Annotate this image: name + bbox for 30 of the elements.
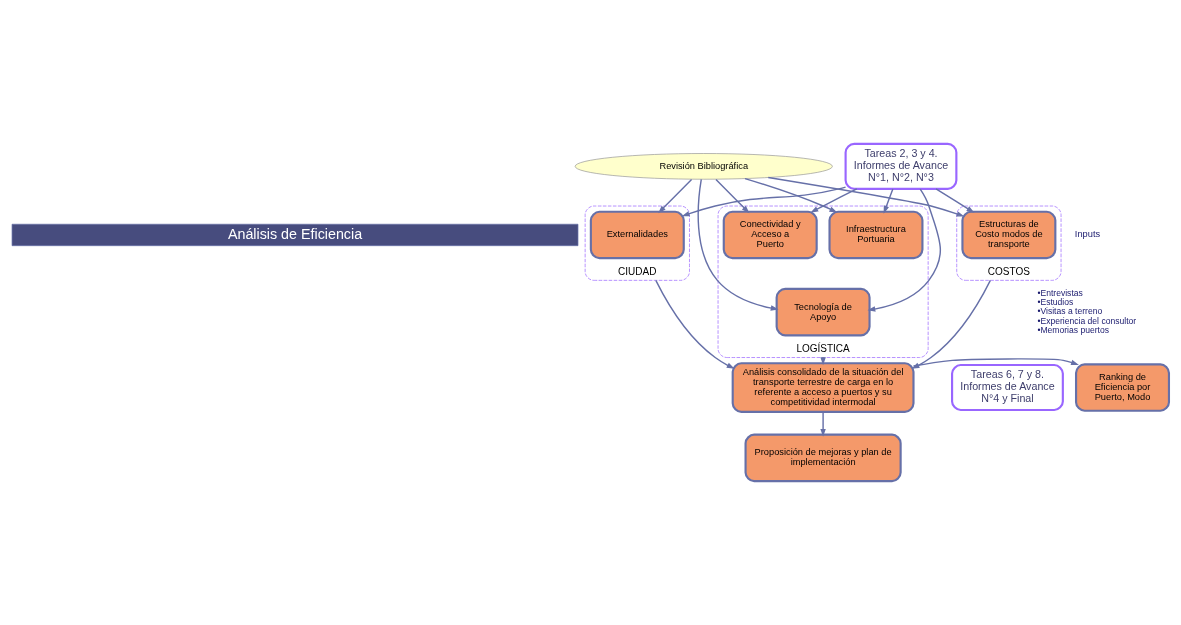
- arrow: [697, 178, 779, 311]
- arrow: [767, 176, 965, 217]
- arrow: [658, 178, 693, 214]
- arrow: [867, 188, 942, 312]
- label: •Visitas a terreno: [1037, 306, 1103, 317]
- node-box: Estructuras de Costo modos de transporte: [961, 210, 1057, 260]
- node-box: Proposición de mejoras y plan de implementación: [744, 433, 902, 483]
- node-box: Análisis de Eficiencia: [11, 223, 579, 247]
- label: Inputs: [1074, 229, 1101, 240]
- arrow: [935, 188, 975, 213]
- node-box: Conectividad y Acceso a Puerto: [722, 210, 818, 260]
- arrow: [883, 188, 894, 214]
- label: •Memorias puertos: [1037, 324, 1109, 335]
- label: •Entrevistas: [1037, 287, 1083, 298]
- node-box: Ranking de Eficiencia por Puerto, Modo: [1075, 363, 1171, 412]
- node-box: Análisis consolidado de la situación del transporte terrestre de carga en lo referente a acceso a puertos y su competitividad intermodal: [731, 362, 915, 413]
- node-ellipse: Revisión Bibliográfica: [574, 153, 833, 180]
- label: •Experiencia del consultor: [1037, 315, 1137, 326]
- label: •Estudios: [1037, 297, 1074, 308]
- node-box: Tecnología de Apoyo: [775, 287, 871, 337]
- arrow: [655, 279, 735, 369]
- node-box: Tareas 6, 7 y 8. Informes de Avance N°4 y Final: [951, 363, 1064, 412]
- node-box: Infraestructura Portuaria: [828, 210, 924, 260]
- arrow: [715, 178, 750, 214]
- arrow: [820, 411, 826, 437]
- arrow: [681, 186, 847, 217]
- arrow: [744, 177, 838, 213]
- arrow: [810, 188, 858, 213]
- node-box: Tareas 2, 3 y 4. Informes de Avance N°1, N°2, N°3: [844, 142, 958, 190]
- node-box: Externalidades: [589, 210, 685, 260]
